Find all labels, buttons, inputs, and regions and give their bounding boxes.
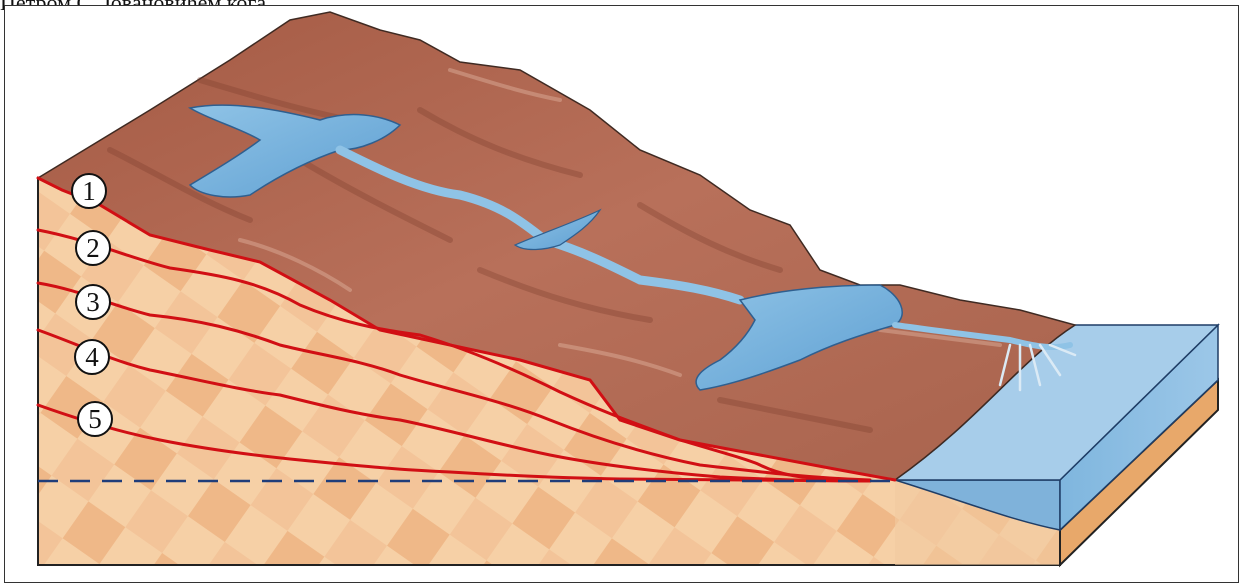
layer-label-1-text: 1 (82, 176, 96, 206)
layer-label-4-text: 4 (85, 342, 99, 372)
layer-label-3: 3 (76, 285, 110, 319)
layer-label-2: 2 (76, 231, 110, 265)
layer-label-2-text: 2 (86, 233, 100, 263)
layer-label-4: 4 (75, 340, 109, 374)
layer-label-5-text: 5 (88, 404, 102, 434)
layer-label-3-text: 3 (86, 287, 100, 317)
layer-label-5: 5 (78, 402, 112, 436)
layer-label-1: 1 (72, 174, 106, 208)
